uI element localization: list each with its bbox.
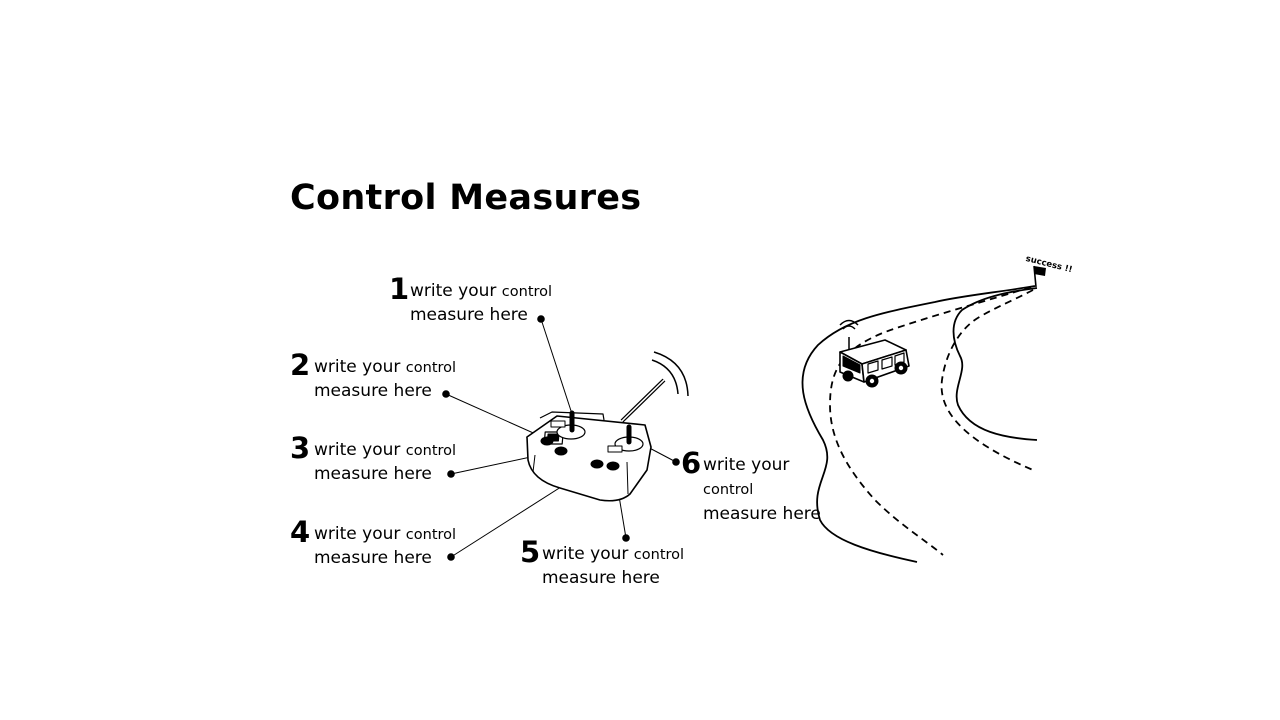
- measure-text-line-3: measure here: [703, 504, 821, 524]
- measure-number: 3: [290, 431, 311, 465]
- measure-text-line-1: write your control: [410, 281, 553, 301]
- leader-dot-2: [442, 390, 450, 398]
- measure-text-line-2: measure here: [410, 305, 528, 325]
- measure-number: 2: [290, 348, 311, 382]
- measure-text-line-1: write your control: [314, 357, 457, 377]
- measure-text-line-1: write your: [703, 455, 790, 475]
- winding-road: [801, 285, 1038, 563]
- leader-dots: [442, 315, 680, 561]
- measure-number: 1: [389, 272, 410, 306]
- measure-text-line-2: measure here: [542, 568, 660, 588]
- measure-text-line-2: control: [703, 482, 754, 498]
- measure-text-line-1: write your control: [314, 440, 457, 460]
- leader-dot-4: [447, 553, 455, 561]
- measure-text-line-2: measure here: [314, 381, 432, 401]
- page-title: Control Measures: [290, 178, 642, 218]
- leader-dot-1: [537, 315, 545, 323]
- measure-text-line-2: measure here: [314, 548, 432, 568]
- leader-lines: [445, 318, 677, 558]
- measure-number: 4: [290, 515, 311, 549]
- measure-number: 6: [681, 446, 702, 480]
- measure-text-line-2: measure here: [314, 464, 432, 484]
- leader-dot-5: [622, 534, 630, 542]
- rc-remote-controller-icon: [526, 351, 689, 502]
- leader-line-1: [540, 318, 575, 421]
- leader-line-2: [445, 393, 550, 441]
- leader-dot-6: [672, 458, 680, 466]
- measure-text-line-1: write your control: [314, 524, 457, 544]
- rc-car-icon: [839, 319, 910, 388]
- measure-number: 5: [520, 535, 541, 569]
- leader-dot-3: [447, 470, 455, 478]
- measure-text-line-1: write your control: [542, 544, 685, 564]
- finish-flag-icon: [1033, 265, 1046, 288]
